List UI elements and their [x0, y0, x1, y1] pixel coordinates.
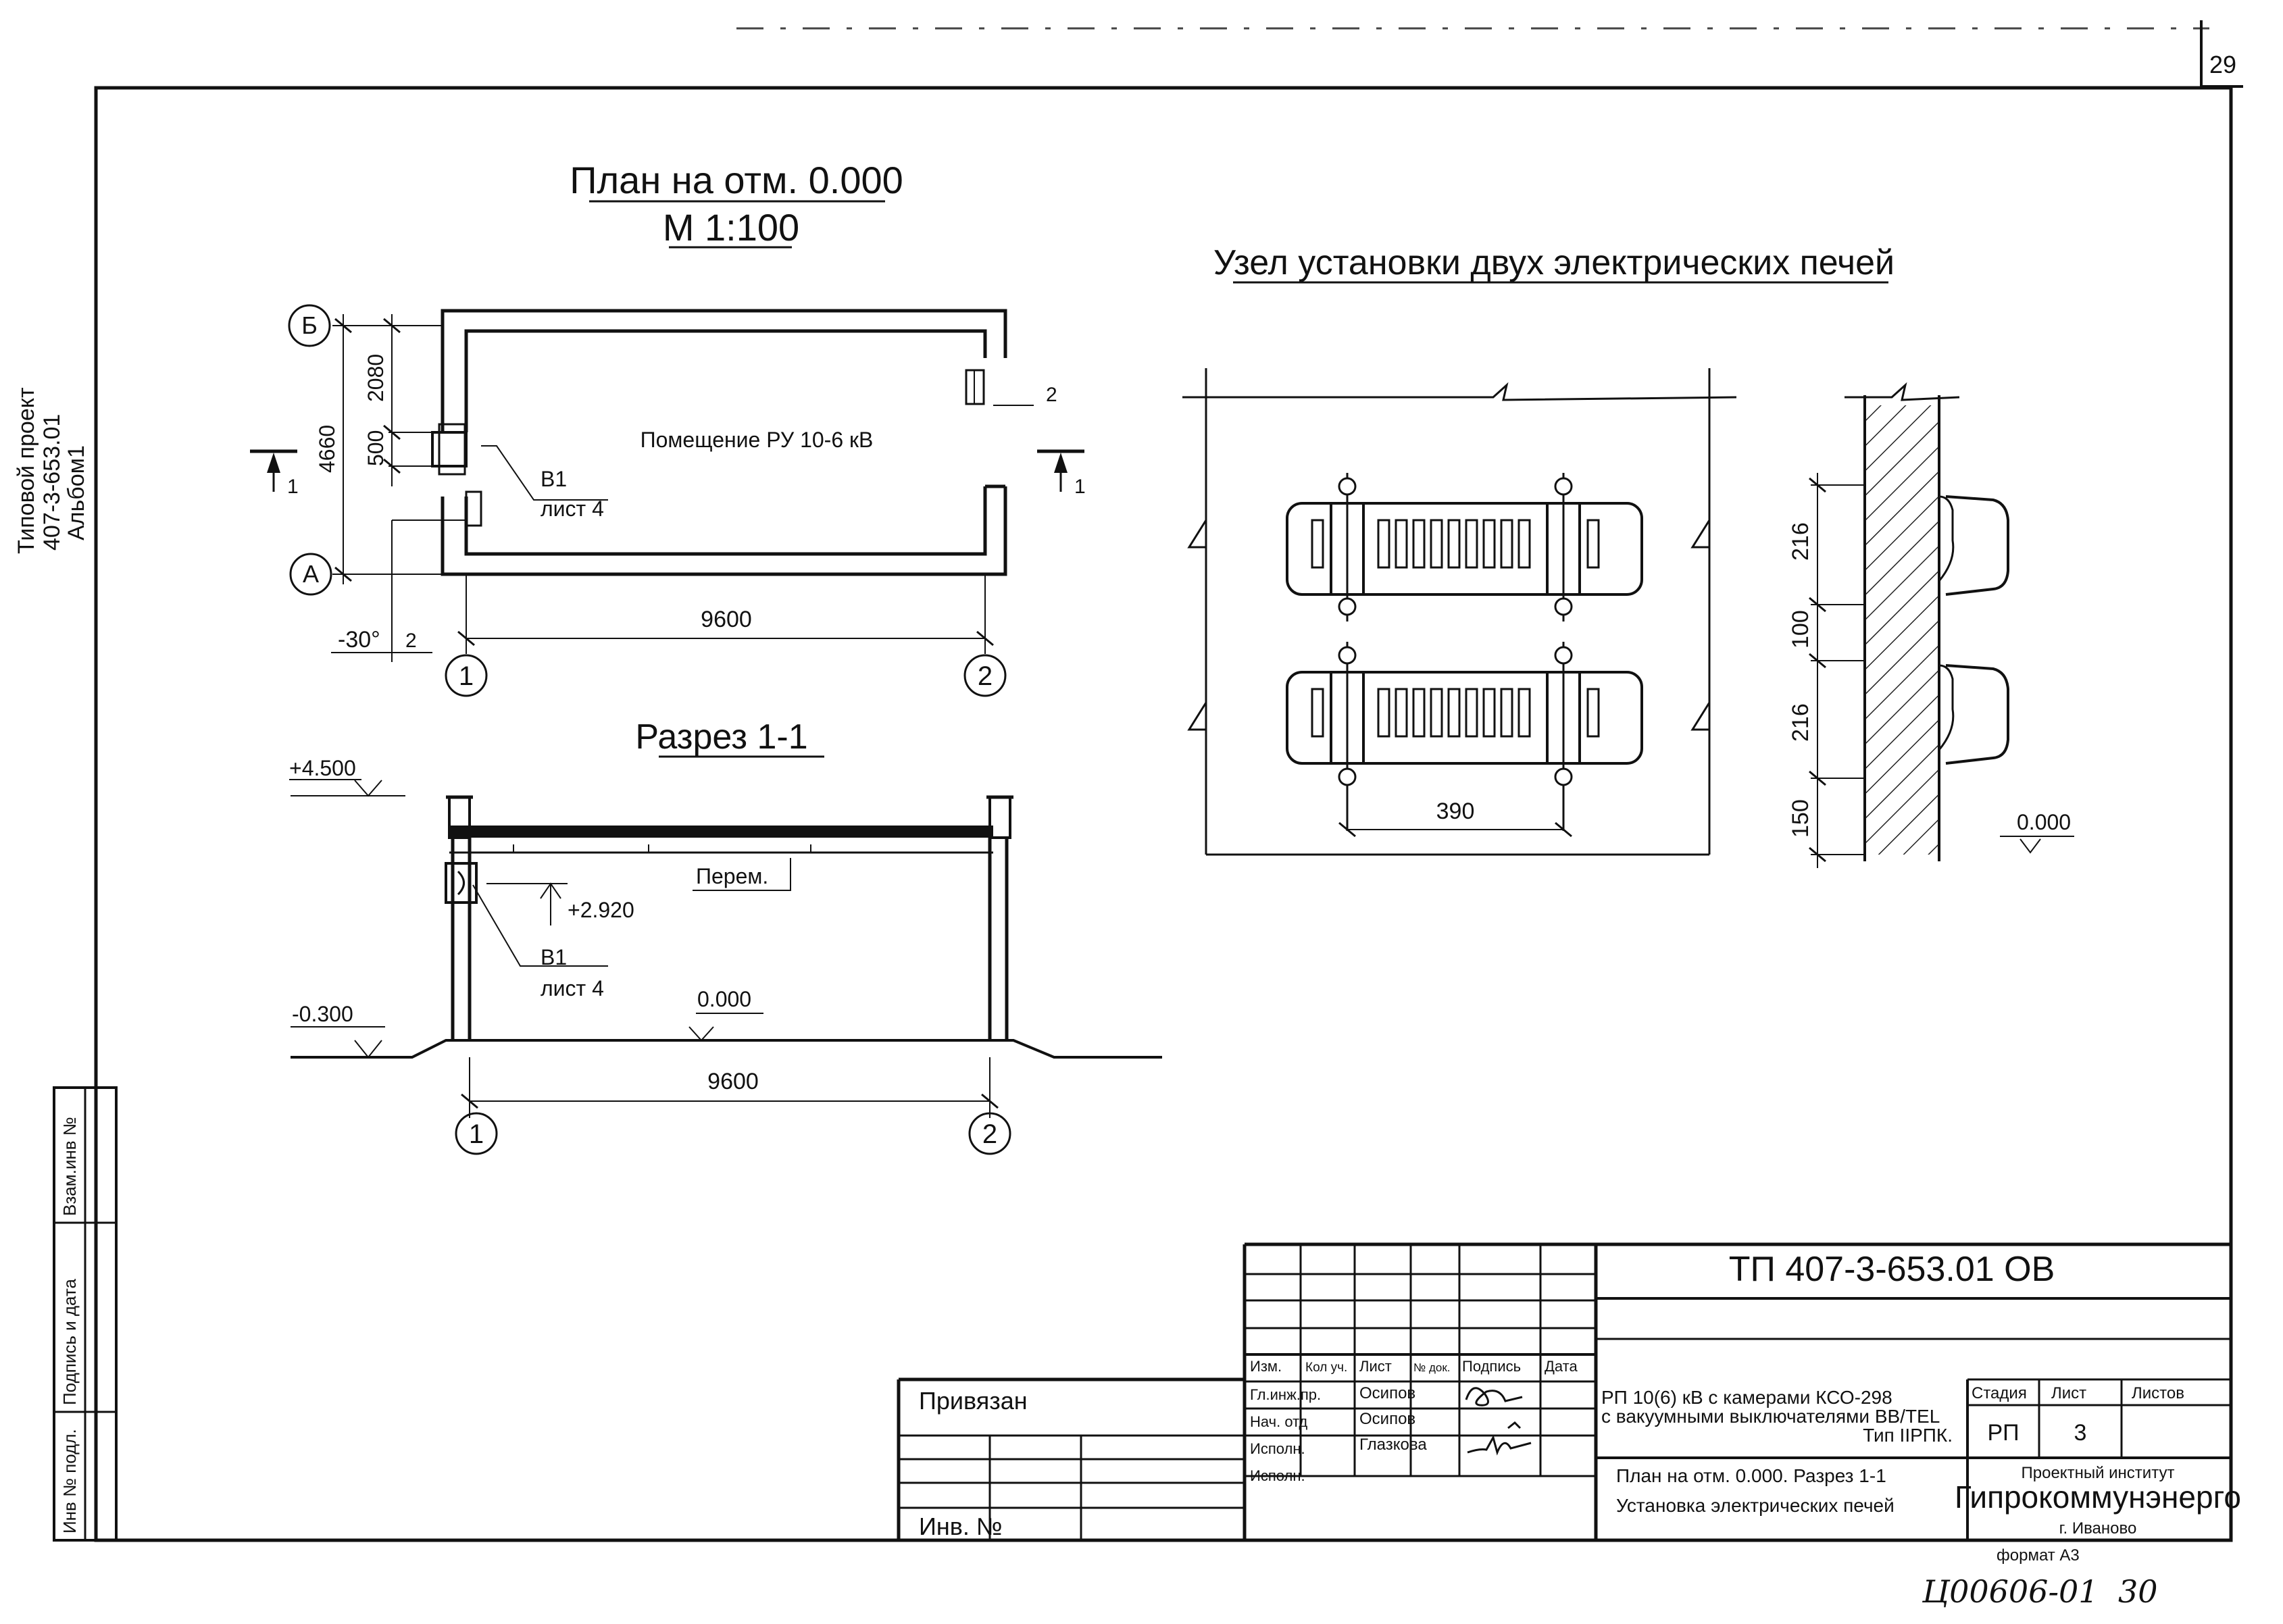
heater-2-icon	[1286, 642, 1643, 831]
section-callout-code: В1	[541, 945, 567, 969]
svg-text:Осипов: Осипов	[1359, 1384, 1415, 1402]
svg-text:Дата: Дата	[1545, 1358, 1578, 1375]
svg-text:Листов: Листов	[2132, 1384, 2184, 1402]
svg-text:407-3-653.01: 407-3-653.01	[39, 414, 65, 551]
svg-text:Глазкова: Глазкова	[1359, 1436, 1427, 1454]
vent-unit-icon	[431, 431, 468, 467]
archive-code: Ц00606-01	[1922, 1573, 2099, 1610]
svg-text:Гл.инж.пр.: Гл.инж.пр.	[1250, 1386, 1321, 1403]
elev-ground: -0.300	[292, 1002, 353, 1026]
svg-text:3: 3	[2074, 1420, 2087, 1446]
plan-dim-9600: 9600	[701, 607, 752, 632]
institute-city: г. Иваново	[2059, 1519, 2137, 1538]
axis-b-label: Б	[301, 311, 318, 339]
institute-caption: Проектный институт	[2022, 1464, 2175, 1482]
swap-inv-label: Взам.инв №	[59, 1117, 80, 1216]
svg-text:Типовой проект: Типовой проект	[14, 387, 39, 554]
elev-top: +4.500	[289, 756, 356, 780]
inv-sub-label: Инв № подл.	[59, 1429, 80, 1533]
section-title: Разрез 1-1	[635, 717, 807, 757]
format-label: формат А3	[1997, 1546, 2080, 1565]
drawing-code: ТП 407-3-653.01 ОВ	[1729, 1250, 2055, 1289]
side-stamp: Инв № подл. Подпись и дата Взам.инв №	[53, 1086, 118, 1542]
detail-title: Узел установки двух электрических печей	[1213, 243, 1895, 282]
svg-text:Осипов: Осипов	[1359, 1410, 1415, 1428]
sheet-number: 29	[2209, 51, 2236, 78]
sheet-title-line-1: План на отм. 0.000. Разрез 1-1	[1616, 1465, 1886, 1486]
svg-text:2: 2	[405, 630, 417, 652]
section-callout-sheet: лист 4	[541, 976, 604, 1000]
elev-floor: 0.000	[697, 987, 751, 1011]
axis-2-label: 2	[978, 661, 993, 691]
detail-dim-216-upper: 216	[1788, 522, 1813, 561]
sheet-number-box: 29	[2200, 20, 2243, 88]
svg-text:РП: РП	[1987, 1420, 2019, 1446]
vent-unit-icon	[445, 862, 478, 904]
lintel-label: Перем.	[696, 864, 768, 888]
svg-text:№ док.: № док.	[1413, 1361, 1451, 1374]
svg-text:1: 1	[1074, 476, 1086, 498]
svg-text:Исполн.: Исполн.	[1250, 1467, 1305, 1484]
axis-a-label: А	[303, 560, 319, 588]
svg-text:Альбом1: Альбом1	[64, 445, 89, 540]
signature-1	[1465, 1387, 1523, 1406]
title-block	[897, 1242, 2231, 1542]
axis-1-label: 1	[459, 661, 474, 691]
svg-text:Лист: Лист	[1359, 1358, 1392, 1375]
svg-text:Кол уч.: Кол уч.	[1305, 1361, 1347, 1375]
heater-icon	[465, 490, 482, 527]
title-block-text: ТП 407-3-653.01 ОВ Привязан Инв. № Изм. …	[919, 1250, 2241, 1610]
plan-view: План на отм. 0.000 М 1:100 Помещение РУ …	[250, 159, 1086, 697]
plan-walls	[441, 309, 1007, 576]
svg-text:Стадия: Стадия	[1972, 1384, 2027, 1402]
section-view: Разрез 1-1 +4.500 +2.920 Перем.	[289, 717, 1162, 1155]
plan-callout-sheet: лист 4	[541, 497, 604, 521]
detail-dim-100: 100	[1788, 610, 1813, 649]
svg-text:1: 1	[469, 1119, 484, 1149]
institute-name: Гипрокоммунэнерго	[1955, 1479, 2241, 1515]
svg-text:Подпись: Подпись	[1462, 1358, 1521, 1375]
svg-text:2: 2	[1046, 384, 1057, 406]
sheet-title-line-2: Установка электрических печей	[1616, 1495, 1895, 1516]
dim-2080: 2080	[363, 354, 388, 402]
section-dim-9600: 9600	[707, 1069, 759, 1094]
plan-scale: М 1:100	[663, 206, 799, 249]
object-line-3: Тип IIРПК.	[1863, 1425, 1953, 1446]
detail-dim-216-lower: 216	[1788, 703, 1813, 742]
signature-2	[1467, 1435, 1532, 1456]
room-label: Помещение РУ 10-6 кВ	[641, 428, 874, 452]
privyazan-label: Привязан	[919, 1387, 1028, 1415]
svg-text:Лист: Лист	[2051, 1384, 2086, 1402]
inv-no-label: Инв. №	[919, 1513, 1003, 1540]
angle-label: -30°	[338, 627, 380, 653]
object-line-1: РП 10(6) кВ с камерами КСО-298	[1601, 1387, 1892, 1408]
svg-text:2: 2	[982, 1119, 997, 1149]
elev-lintel: +2.920	[568, 898, 634, 922]
svg-text:Изм.: Изм.	[1250, 1358, 1282, 1375]
object-line-2: с вакуумными выключателями ВВ/TEL	[1601, 1406, 1940, 1427]
side-project-label: Типовой проект 407-3-653.01 Альбом1	[14, 387, 89, 554]
archive-page: 30	[2118, 1573, 2158, 1610]
plan-title: План на отм. 0.000	[570, 159, 903, 201]
detail-dim-150: 150	[1788, 799, 1813, 838]
detail-elev-floor: 0.000	[2017, 810, 2071, 834]
plan-callout-code: В1	[541, 467, 567, 491]
dim-500: 500	[363, 430, 388, 466]
detail-dim-390: 390	[1436, 798, 1475, 824]
sign-date-label: Подпись и дата	[59, 1278, 80, 1405]
dim-4660: 4660	[315, 425, 339, 473]
detail-view: Узел установки двух электрических печей	[1182, 243, 2074, 868]
svg-text:1: 1	[287, 476, 299, 498]
svg-text:Нач. отд: Нач. отд	[1250, 1413, 1307, 1430]
svg-text:Исполн.: Исполн.	[1250, 1440, 1305, 1457]
heater-1-icon	[1286, 473, 1643, 621]
